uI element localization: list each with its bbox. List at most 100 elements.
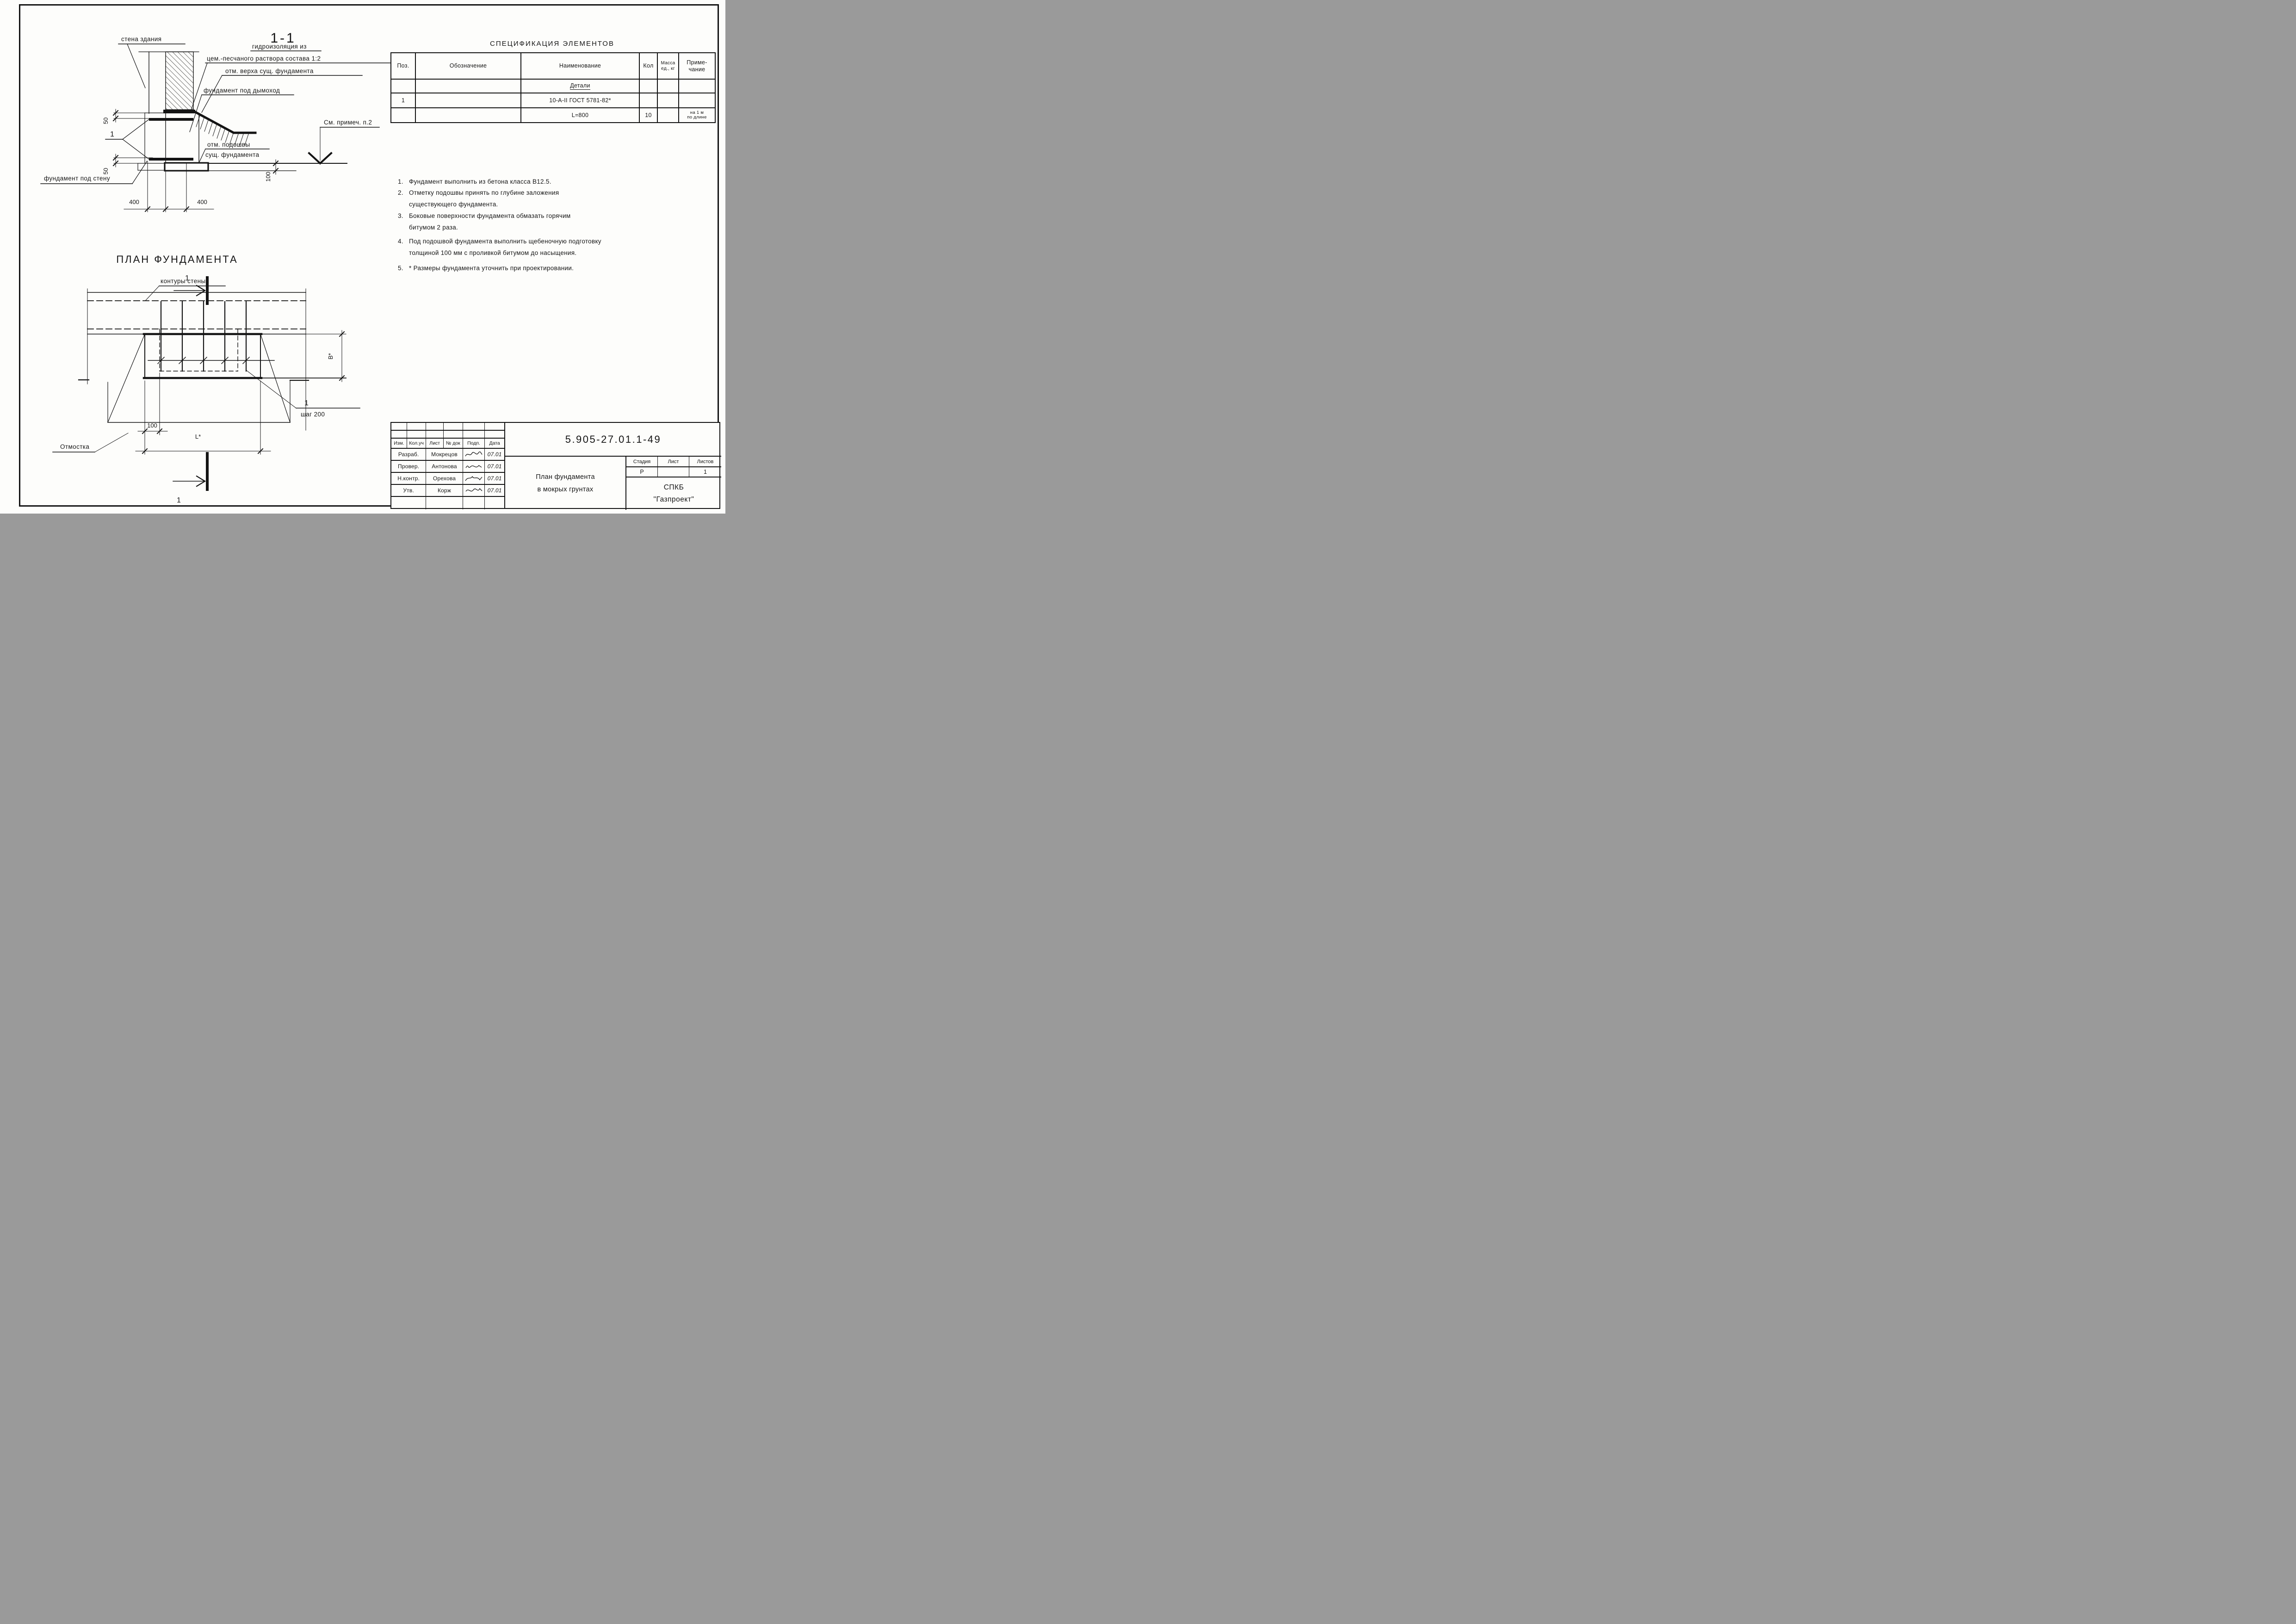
signature-icon bbox=[465, 451, 483, 457]
section-marker-top-label: 1 bbox=[185, 274, 189, 282]
label-wall-foundation: фундамент под стену bbox=[44, 175, 110, 182]
spec-cell bbox=[391, 108, 416, 122]
sheet-value bbox=[658, 467, 689, 477]
drawing-subject: План фундамента в мокрых грунтах bbox=[505, 457, 626, 510]
signature-row-developer: Разраб. Мокрецов 07.01 bbox=[391, 449, 504, 461]
drawing-canvas: 1-1 bbox=[40, 31, 392, 504]
spec-cell bbox=[658, 108, 679, 122]
drawing-sheet: 1-1 bbox=[0, 0, 725, 514]
spec-row-length: L=800 bbox=[521, 108, 640, 122]
signature-row-checker: Провер. Антонова 07.01 bbox=[391, 461, 504, 473]
note-1: 1. Фундамент выполнить из бетона класса … bbox=[398, 176, 551, 187]
document-number: 5.905-27.01.1-49 bbox=[505, 423, 721, 457]
ground-slope bbox=[192, 110, 257, 146]
plan-leaders bbox=[52, 285, 226, 452]
label-sole-level-1: отм. подошвы bbox=[207, 141, 250, 148]
title-block-signatures: Изм. Кол.уч Лист № док Подп. Дата Разраб… bbox=[391, 423, 505, 509]
section-marker-bottom-label: 1 bbox=[177, 496, 181, 504]
dim-L-label: L* bbox=[195, 433, 201, 440]
spec-header-name: Наименование bbox=[521, 53, 640, 80]
signature-icon bbox=[465, 476, 483, 481]
col-list: Лист bbox=[426, 439, 444, 448]
sole-level-lines bbox=[209, 163, 347, 171]
note-number: 1. bbox=[398, 178, 403, 185]
section-dim-100 bbox=[272, 159, 279, 175]
section-title: 1-1 bbox=[270, 31, 296, 46]
chimney-foundation-outline bbox=[165, 109, 199, 163]
rebar-layer-bottom bbox=[149, 158, 193, 161]
spec-title: СПЕЦИФИКАЦИЯ ЭЛЕМЕНТОВ bbox=[490, 40, 614, 48]
spec-cell bbox=[391, 80, 416, 93]
col-data: Дата bbox=[489, 440, 500, 446]
note-2: 2. Отметку подошвы принять по глубине за… bbox=[398, 187, 559, 210]
spec-cell bbox=[658, 80, 679, 93]
spec-row-gost: 10-А-II ГОСТ 5781-82* bbox=[521, 93, 640, 108]
subject-line-2: в мокрых грунтах bbox=[537, 485, 594, 493]
dim-50-top: 50 bbox=[102, 118, 109, 124]
dim-100-plan: 100 bbox=[147, 422, 157, 429]
spec-cell bbox=[640, 93, 658, 108]
dim-50-bottom: 50 bbox=[102, 168, 109, 174]
note-line: битумом 2 раза. bbox=[409, 224, 458, 231]
signature-icon bbox=[465, 465, 482, 468]
label-waterproofing-2: цем.-песчаного раствора состава 1:2 bbox=[207, 55, 321, 62]
plan-title: ПЛАН ФУНДАМЕНТА bbox=[116, 254, 238, 265]
wall-foundation-outline bbox=[137, 112, 166, 171]
plan-wall-lines bbox=[87, 288, 306, 431]
label-sole-level-2: сущ. фундамента bbox=[205, 151, 260, 158]
note-number: 3. bbox=[398, 212, 403, 219]
plan-foundation-slab bbox=[142, 333, 263, 379]
note-line: Отметку подошвы принять по глубине залож… bbox=[409, 189, 559, 196]
plan-dim-100 bbox=[137, 372, 168, 435]
sheet-label: Лист bbox=[658, 457, 689, 466]
col-ndok: № док bbox=[444, 439, 463, 448]
plan-view: ПЛАН ФУНДАМЕНТА bbox=[52, 254, 360, 504]
section-marker-top bbox=[173, 276, 209, 305]
signature-icon bbox=[465, 488, 483, 492]
spec-cell bbox=[679, 93, 715, 108]
spec-cell bbox=[416, 108, 521, 122]
title-block: Изм. Кол.уч Лист № док Подп. Дата Разраб… bbox=[390, 422, 721, 510]
spec-cell bbox=[416, 93, 521, 108]
note-line: Фундамент выполнить из бетона класса В12… bbox=[409, 178, 551, 185]
spec-header-qty: Кол bbox=[640, 53, 658, 80]
note-number: 2. bbox=[398, 189, 403, 196]
section-dims-400 bbox=[124, 161, 214, 212]
plan-rebar-step: шаг 200 bbox=[301, 411, 325, 418]
col-podp: Подп. bbox=[463, 439, 485, 448]
organization: СПКБ "Газпроект" bbox=[626, 477, 721, 510]
label-chimney-foundation: фундамент под дымоход bbox=[204, 87, 280, 94]
section-dims-left bbox=[112, 109, 153, 167]
org-line-2: "Газпроект" bbox=[653, 496, 694, 503]
section-marker-bottom bbox=[173, 452, 209, 491]
section-leaders bbox=[40, 43, 392, 184]
rebar-layer-top bbox=[149, 118, 193, 121]
plan-rebars bbox=[160, 301, 247, 372]
title-block-stage: Стадия Лист Листов Р 1 СПКБ "Газпроект" bbox=[626, 457, 721, 510]
elevation-mark bbox=[308, 127, 380, 165]
note-line: Под подошвой фундамента выполнить щебено… bbox=[409, 238, 601, 245]
revision-row bbox=[391, 431, 504, 439]
sheets-label: Листов bbox=[697, 459, 714, 465]
sheet-frame bbox=[19, 4, 719, 507]
dim-400-right: 400 bbox=[197, 198, 207, 205]
note-number: 4. bbox=[398, 238, 403, 245]
spec-header-designation: Обозначение bbox=[416, 53, 521, 80]
label-rebar-item: 1 bbox=[110, 130, 114, 138]
note-5: 5. * Размеры фундамента уточнить при про… bbox=[398, 262, 574, 274]
plan-dim-B bbox=[262, 330, 347, 382]
section-view: 1-1 bbox=[40, 31, 392, 212]
revision-row bbox=[391, 423, 504, 431]
signature-row-normcontrol: Н.контр. Орехова 07.01 bbox=[391, 473, 504, 485]
plan-distribution-bar bbox=[148, 356, 275, 365]
spec-cell bbox=[658, 93, 679, 108]
note-line: существующего фундамента. bbox=[409, 201, 498, 208]
building-wall bbox=[138, 51, 199, 114]
subject-line-1: План фундамента bbox=[536, 473, 595, 481]
spec-row-pos: 1 bbox=[391, 93, 416, 108]
spec-cell bbox=[640, 80, 658, 93]
org-line-1: СПКБ bbox=[663, 483, 684, 491]
dim-B-label: В* bbox=[327, 353, 334, 360]
